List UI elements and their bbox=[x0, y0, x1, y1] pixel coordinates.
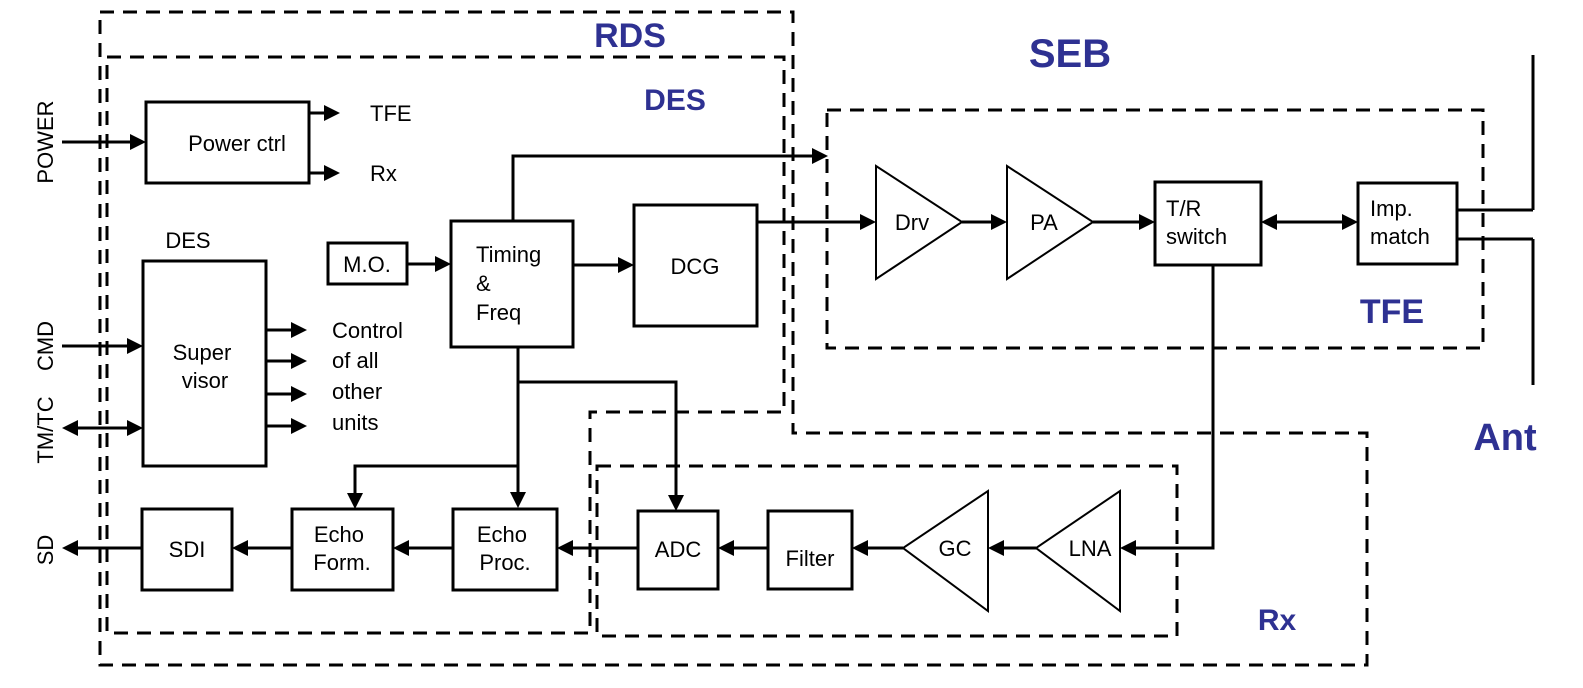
gc-to-filter-arrowhead bbox=[852, 540, 868, 556]
lna-to-gc-arrowhead bbox=[988, 540, 1004, 556]
drv-to-pa-arrowhead bbox=[991, 214, 1007, 230]
switch-match-arrowhead-left bbox=[1261, 214, 1277, 230]
rds-boundary bbox=[98, 10, 1369, 667]
timing-freq-block bbox=[449, 219, 575, 349]
seb-title: SEB bbox=[1029, 32, 1111, 76]
sdi-block bbox=[140, 507, 234, 592]
echo-proc-block bbox=[451, 507, 559, 592]
filter-to-adc-arrowhead bbox=[718, 540, 734, 556]
timing-to-adc-arrowhead bbox=[668, 495, 684, 511]
timing-freq-label: Timing & Freq bbox=[476, 242, 547, 325]
control-text: Control of all other units bbox=[332, 318, 409, 435]
switch-match-arrowhead-right bbox=[1342, 214, 1358, 230]
sd-out-arrowhead bbox=[62, 540, 78, 556]
adc-to-echoproc-arrowhead bbox=[557, 540, 573, 556]
cmd-in-arrowhead bbox=[127, 338, 143, 354]
switch-to-lna-arrowhead bbox=[1120, 540, 1136, 556]
mo-block bbox=[326, 241, 409, 286]
echo-proc-label: Echo Proc. bbox=[477, 522, 533, 575]
timing-to-tfe-arrowhead bbox=[812, 148, 828, 164]
lna-label: LNA bbox=[1069, 536, 1112, 561]
echo-form-label: Echo Form. bbox=[313, 522, 370, 575]
rx-title: Rx bbox=[1258, 604, 1297, 637]
sdi-label: SDI bbox=[169, 537, 206, 562]
timing-to-adc-line bbox=[518, 380, 678, 497]
power-tfe-label: TFE bbox=[370, 101, 412, 126]
cmd-label: CMD bbox=[33, 321, 58, 371]
dcg-to-drv-arrowhead bbox=[860, 214, 876, 230]
timing-to-echoform-arrowhead bbox=[347, 493, 363, 509]
supervisor-block bbox=[141, 259, 268, 468]
dcg-block bbox=[632, 203, 759, 328]
drv-label: Drv bbox=[895, 210, 929, 235]
mo-to-timing-arrowhead bbox=[435, 256, 451, 272]
tfe-boundary bbox=[825, 108, 1485, 350]
drv-amplifier bbox=[875, 164, 964, 281]
tr-switch-block bbox=[1153, 180, 1263, 267]
timing-to-dcg-arrowhead bbox=[618, 257, 634, 273]
des-block-label: DES bbox=[165, 228, 210, 253]
antenna-icon bbox=[1457, 55, 1535, 385]
switch-to-lna-line bbox=[1134, 265, 1215, 550]
rx-boundary bbox=[595, 464, 1179, 638]
timing-to-echoform-line bbox=[353, 464, 518, 495]
echoproc-to-echoform-arrowhead bbox=[393, 540, 409, 556]
pa-to-switch-arrowhead bbox=[1139, 214, 1155, 230]
power-ctrl-label: Power ctrl bbox=[188, 131, 286, 156]
dcg-label: DCG bbox=[671, 254, 720, 279]
tmtc-label: TM/TC bbox=[33, 396, 58, 463]
ant-label: Ant bbox=[1473, 417, 1537, 459]
filter-block bbox=[766, 509, 854, 591]
power-rx-arrowhead bbox=[324, 165, 340, 181]
pa-label: PA bbox=[1030, 210, 1058, 235]
filter-label: Filter bbox=[786, 546, 835, 571]
control-arrows bbox=[266, 322, 307, 434]
power-in-arrowhead bbox=[130, 134, 146, 150]
des-boundary bbox=[105, 55, 786, 635]
power-rx-label: Rx bbox=[370, 161, 397, 186]
rds-title: RDS bbox=[594, 17, 666, 55]
mo-label: M.O. bbox=[343, 252, 391, 277]
gc-label: GC bbox=[939, 536, 972, 561]
sd-label: SD bbox=[33, 535, 58, 566]
tmtc-arrowhead-right bbox=[127, 420, 143, 436]
tmtc-arrowhead-left bbox=[62, 420, 78, 436]
gc-amplifier bbox=[901, 489, 989, 613]
imp-match-block bbox=[1356, 181, 1459, 266]
power-tfe-arrowhead bbox=[324, 105, 340, 121]
lna-amplifier bbox=[1034, 489, 1121, 613]
power-ctrl-block bbox=[144, 100, 311, 185]
supervisor-label: Super visor bbox=[173, 340, 238, 393]
adc-block bbox=[636, 509, 720, 591]
pa-amplifier bbox=[1006, 164, 1095, 281]
power-label: POWER bbox=[33, 100, 58, 183]
tr-switch-label: T/R switch bbox=[1166, 196, 1227, 249]
echoform-to-sdi-arrowhead bbox=[232, 540, 248, 556]
timing-to-echoproc-arrowhead bbox=[510, 492, 526, 508]
timing-to-tfe-line bbox=[511, 154, 814, 221]
des-title: DES bbox=[644, 84, 706, 117]
tfe-title: TFE bbox=[1360, 293, 1424, 331]
imp-match-label: Imp. match bbox=[1370, 196, 1430, 249]
adc-label: ADC bbox=[655, 537, 702, 562]
